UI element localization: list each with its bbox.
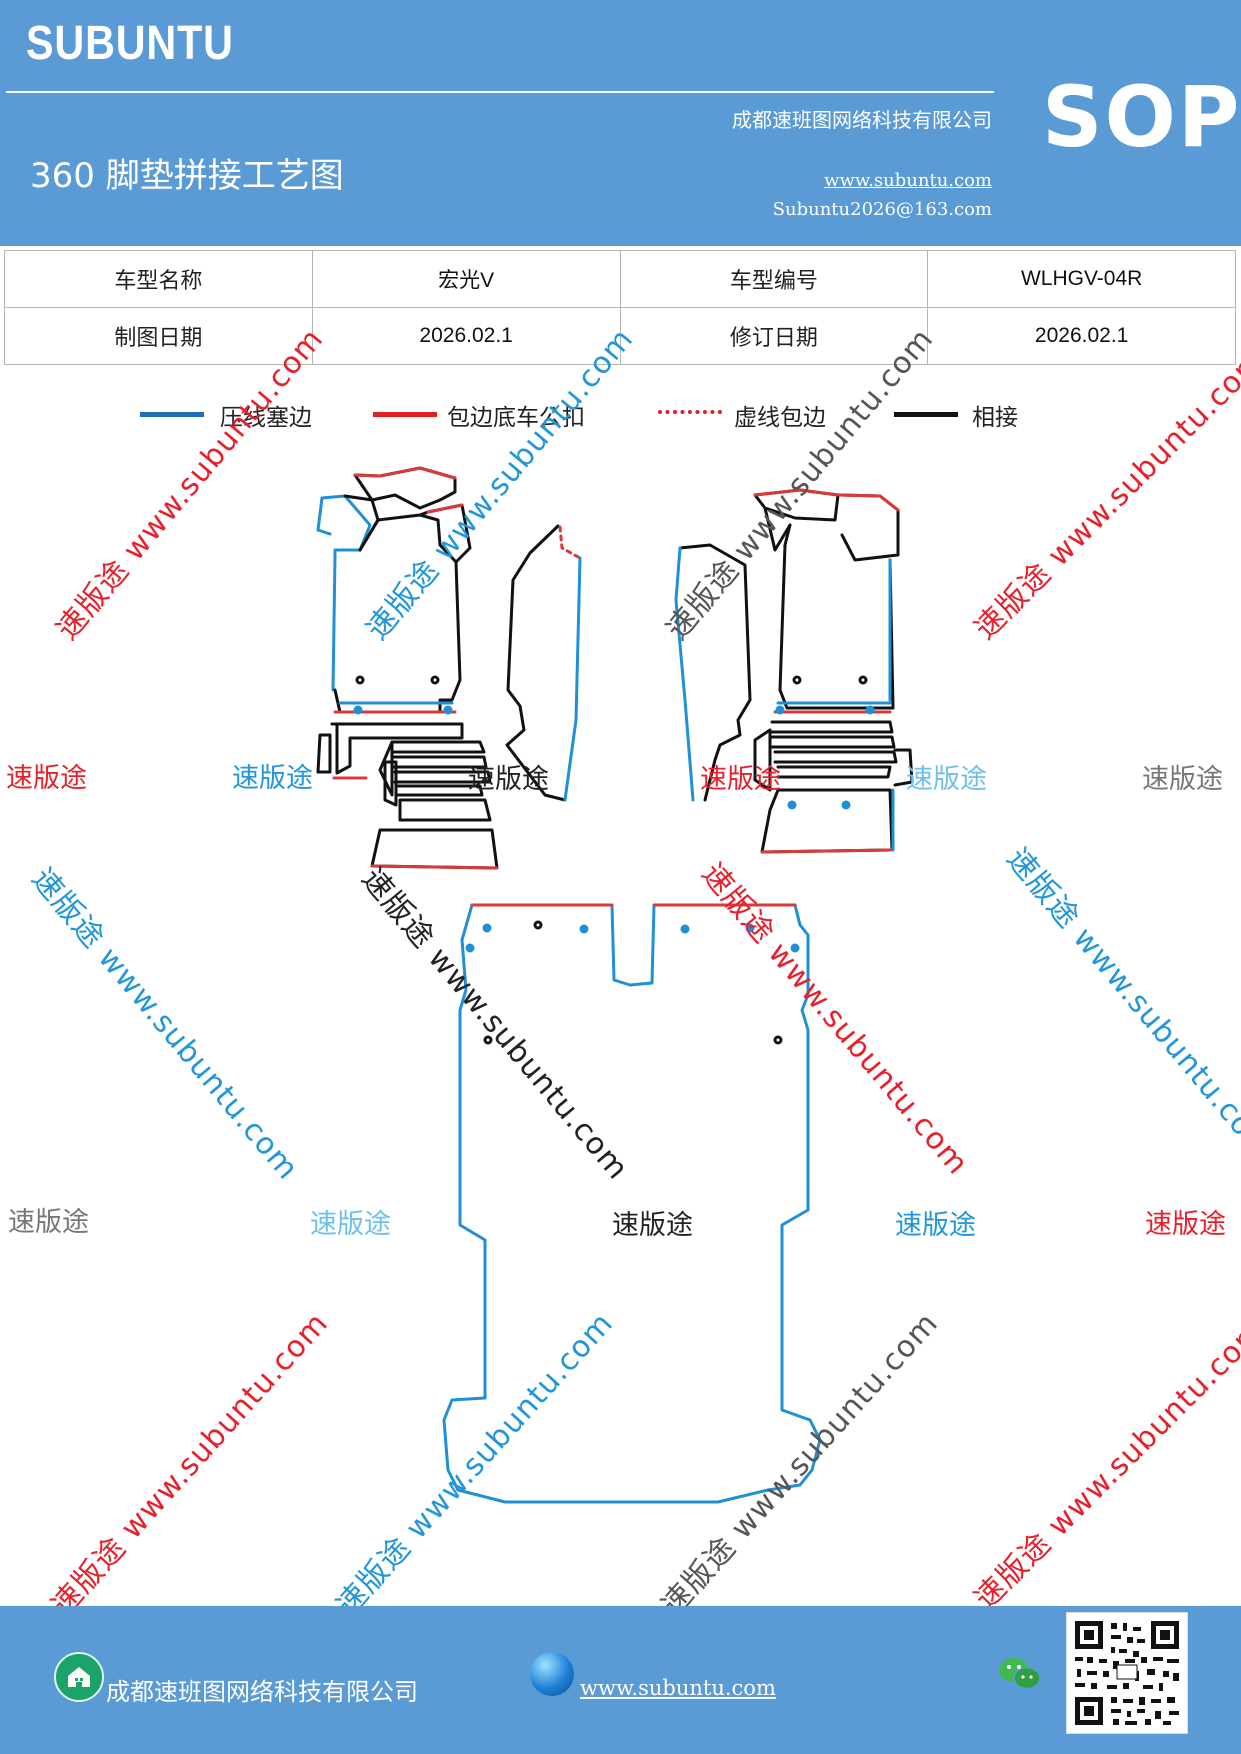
watermark: 速版途 xyxy=(895,1210,976,1241)
rear-mat-hole xyxy=(773,1035,783,1045)
left-mat-notch xyxy=(383,760,398,807)
rear-mat-blue-hole xyxy=(790,943,800,953)
watermark: 速版途 xyxy=(232,763,313,794)
wechat-icon[interactable] xyxy=(996,1652,1044,1696)
right-mat-top-edge xyxy=(753,488,840,497)
rear-mat-blue-hole xyxy=(680,924,690,934)
right-mat-blue-hole xyxy=(787,800,797,810)
legend-swatch-blue xyxy=(140,412,204,417)
watermark: 速版途 xyxy=(468,764,549,795)
left-mat-ribs xyxy=(390,740,492,797)
header-website-link[interactable]: www.subuntu.com xyxy=(824,170,992,191)
legend-label: 包边底车公扣 xyxy=(447,405,585,431)
qr-code[interactable] xyxy=(1066,1612,1188,1734)
rear-mat-blue-hole xyxy=(745,923,755,933)
watermark: 速版途 xyxy=(612,1210,693,1241)
legend-swatch-red xyxy=(373,412,437,417)
footer-company: 成都速班图网络科技有限公司 xyxy=(106,1678,418,1706)
rear-mat-blue-hole xyxy=(579,924,589,934)
right-mat-rib-left xyxy=(753,728,772,792)
left-mat-side-box xyxy=(316,733,332,774)
sop-label: SOP xyxy=(1042,68,1241,166)
left-mat-blue-hole xyxy=(353,705,363,715)
rear-mat-hole xyxy=(533,920,543,930)
watermark: 速版途 xyxy=(6,763,87,794)
left-mat-hole xyxy=(430,675,440,685)
right-mat-blue-hole xyxy=(841,800,851,810)
rear-mat-hole xyxy=(483,1035,493,1045)
globe-icon xyxy=(530,1652,574,1696)
value-draw-date: 2026.02.1 xyxy=(311,307,621,365)
side-piece-outline xyxy=(505,524,567,802)
legend-label: 相接 xyxy=(972,405,1018,431)
value-model-name: 宏光V xyxy=(311,250,621,308)
left-mat-top-edge xyxy=(353,466,457,480)
left-mat-wing-left xyxy=(343,494,380,552)
watermark: 速版途 xyxy=(700,764,781,795)
header-company: 成都速班图网络科技有限公司 xyxy=(732,108,992,132)
left-mat-hole xyxy=(355,675,365,685)
watermark: 速版途 xyxy=(1145,1209,1226,1240)
right-mat-body xyxy=(778,523,895,710)
watermark: 速版途 xyxy=(310,1209,391,1240)
right-mat-blue-hole xyxy=(865,705,875,715)
right-mat-inner-left xyxy=(763,506,792,552)
rear-mat-blue-hole xyxy=(465,943,475,953)
right-mat-outer-left xyxy=(678,543,752,802)
right-mat-heel xyxy=(760,788,894,854)
header-email: Subuntu2026@163.com xyxy=(772,199,992,220)
watermark: 速版途 xyxy=(1142,764,1223,795)
vehicle-info-table: 车型名称 宏光V 车型编号 WLHGV-04R 制图日期 2026.02.1 修… xyxy=(4,250,1236,365)
side-piece-right-edge xyxy=(563,556,582,802)
right-mat-hole xyxy=(858,675,868,685)
header-divider xyxy=(6,91,994,93)
right-front-mat xyxy=(674,488,914,854)
brand-logo: SUBUNTU xyxy=(26,17,234,70)
right-mat-outer-left-blue xyxy=(674,546,695,802)
page-title: 360 脚垫拼接工艺图 xyxy=(30,156,344,196)
right-mat-ribs xyxy=(768,720,898,779)
left-mat-lower-frame xyxy=(330,722,464,775)
header-banner xyxy=(0,0,1241,246)
label-model-code: 车型编号 xyxy=(619,250,929,308)
legend-swatch-red-dotted xyxy=(658,410,722,414)
right-mat-hole xyxy=(792,675,802,685)
rear-floor-mat xyxy=(442,903,822,1504)
table-row: 车型名称 宏光V 车型编号 WLHGV-04R xyxy=(4,250,1236,308)
home-icon xyxy=(54,1652,104,1702)
watermark: 速版途 xyxy=(906,764,987,795)
left-mat-heel xyxy=(398,798,492,822)
center-side-piece xyxy=(505,524,582,802)
legend-label: 虚线包边 xyxy=(734,405,826,431)
right-mat-heel-edge xyxy=(760,848,894,854)
legend-swatch-black xyxy=(894,412,958,417)
side-piece-top-dotted xyxy=(558,525,582,560)
label-revise-date: 修订日期 xyxy=(619,307,929,365)
left-mat-bottom-edge xyxy=(370,864,499,870)
right-mat-blue-hole xyxy=(775,705,785,715)
left-mat-blue-hole xyxy=(443,705,453,715)
rear-mat-blue-hole xyxy=(482,923,492,933)
value-revise-date: 2026.02.1 xyxy=(927,307,1236,365)
right-mat-wing-right-edge xyxy=(838,493,900,512)
label-draw-date: 制图日期 xyxy=(4,307,313,365)
label-model-name: 车型名称 xyxy=(4,250,313,308)
left-mat-wing-right-edge xyxy=(426,503,464,514)
watermark: 速版途 xyxy=(8,1207,89,1238)
right-mat-side-box xyxy=(893,748,914,787)
value-model-code: WLHGV-04R xyxy=(927,250,1236,308)
table-row: 制图日期 2026.02.1 修订日期 2026.02.1 xyxy=(4,307,1236,365)
left-mat-outer-left-top xyxy=(316,496,332,536)
left-mat-outer-left xyxy=(320,494,372,692)
left-front-mat xyxy=(316,466,499,870)
legend-label: 压线塞边 xyxy=(220,405,312,431)
footer-website-link[interactable]: www.subuntu.com xyxy=(580,1676,776,1700)
